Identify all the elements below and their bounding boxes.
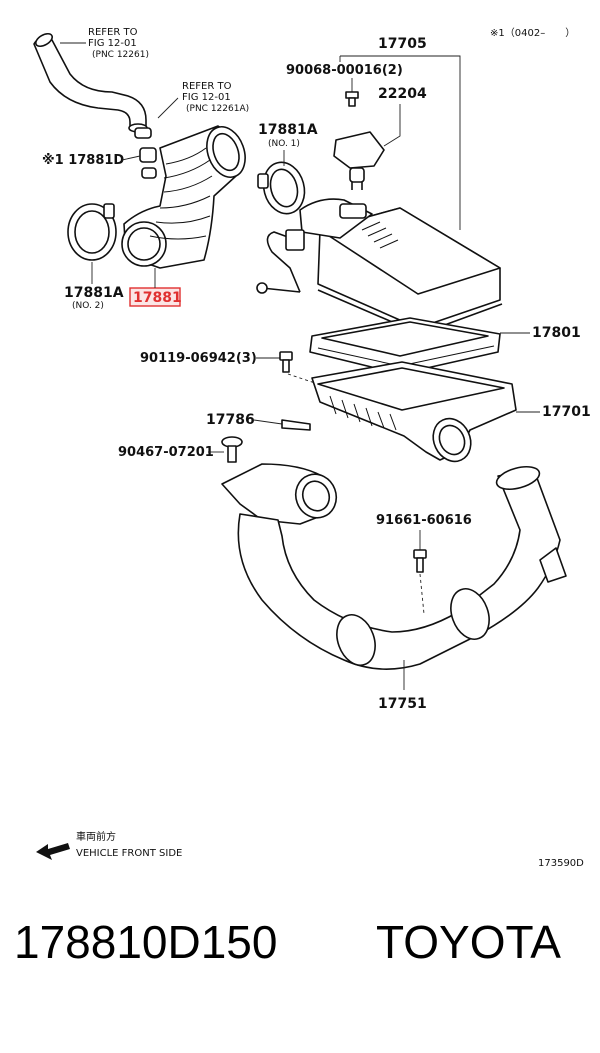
ref2-line2: FIG 12-01 (182, 92, 231, 103)
footer: 178810D150 TOYOTA (0, 915, 600, 1025)
callout-17881a-no1: 17881A (258, 122, 318, 138)
figure-code: 173590D (538, 858, 584, 869)
clamp-17881a-no1-drawing (257, 161, 306, 215)
clamp-17881a-no2-drawing (67, 203, 117, 261)
callout-91661: 91661-60616 (376, 513, 472, 528)
air-cleaner-cap-17705-drawing (256, 198, 503, 335)
clip-90467-drawing (221, 436, 243, 463)
callout-17751: 17751 (378, 696, 427, 712)
callout-90119: 90119-06942(3) (140, 351, 257, 366)
clip-17786-drawing (281, 419, 311, 431)
footnote-text: ※1（0402– ） (490, 27, 575, 39)
ref1-line3: (PNC 12261) (92, 50, 149, 60)
callout-90068: 90068-00016(2) (286, 63, 403, 78)
ref1-line1: REFER TO (88, 27, 138, 38)
part-number: 178810D150 (14, 916, 278, 968)
callout-17705: 17705 (378, 36, 427, 52)
ref2-line1: REFER TO (182, 81, 232, 92)
air-flow-meter-22204-drawing (333, 131, 385, 190)
callout-17786: 17786 (206, 412, 255, 428)
screw-90068-drawing (345, 91, 359, 107)
callout-17881a-no1-sub: (NO. 1) (268, 139, 300, 149)
intake-hose-17881-drawing (121, 125, 246, 269)
ref2-line3: (PNC 12261A) (186, 104, 249, 114)
direction-en: VEHICLE FRONT SIDE (76, 848, 182, 859)
callout-17881d: ※1 17881D (42, 153, 124, 168)
bolt-90119-drawing (279, 351, 293, 373)
air-cleaner-case-17701-drawing (311, 361, 517, 463)
callout-17881[interactable]: 17881 (133, 290, 182, 306)
inlet-duct-17751-drawing (221, 463, 567, 670)
arrow-left-icon (36, 843, 70, 860)
callout-17881a-no2: 17881A (64, 285, 124, 301)
callout-17881a-no2-sub: (NO. 2) (72, 301, 104, 311)
callout-17701: 17701 (542, 404, 591, 420)
air-cleaner-element-17801-drawing (309, 317, 501, 375)
direction-jp: 車両前方 (76, 830, 116, 843)
brand-name: TOYOTA (376, 916, 561, 968)
ref1-line2: FIG 12-01 (88, 38, 137, 49)
callout-17801: 17801 (532, 325, 581, 341)
callout-90467: 90467-07201 (118, 445, 214, 460)
bolt-91661-drawing (413, 549, 427, 573)
callout-22204: 22204 (378, 86, 427, 102)
